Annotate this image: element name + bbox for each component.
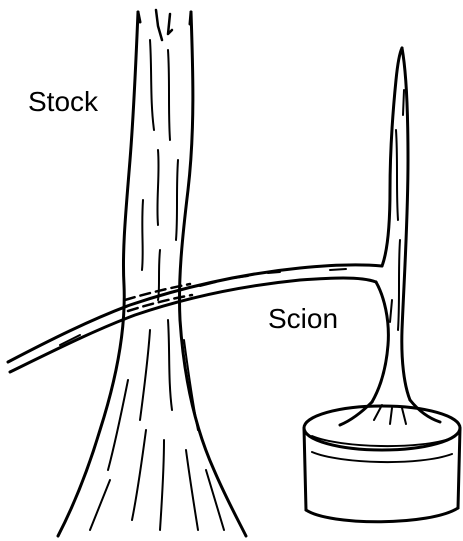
scion-plant-stem — [340, 48, 440, 425]
stock-label: Stock — [28, 88, 98, 116]
scion-label: Scion — [268, 305, 338, 333]
plant-pot — [304, 406, 460, 522]
